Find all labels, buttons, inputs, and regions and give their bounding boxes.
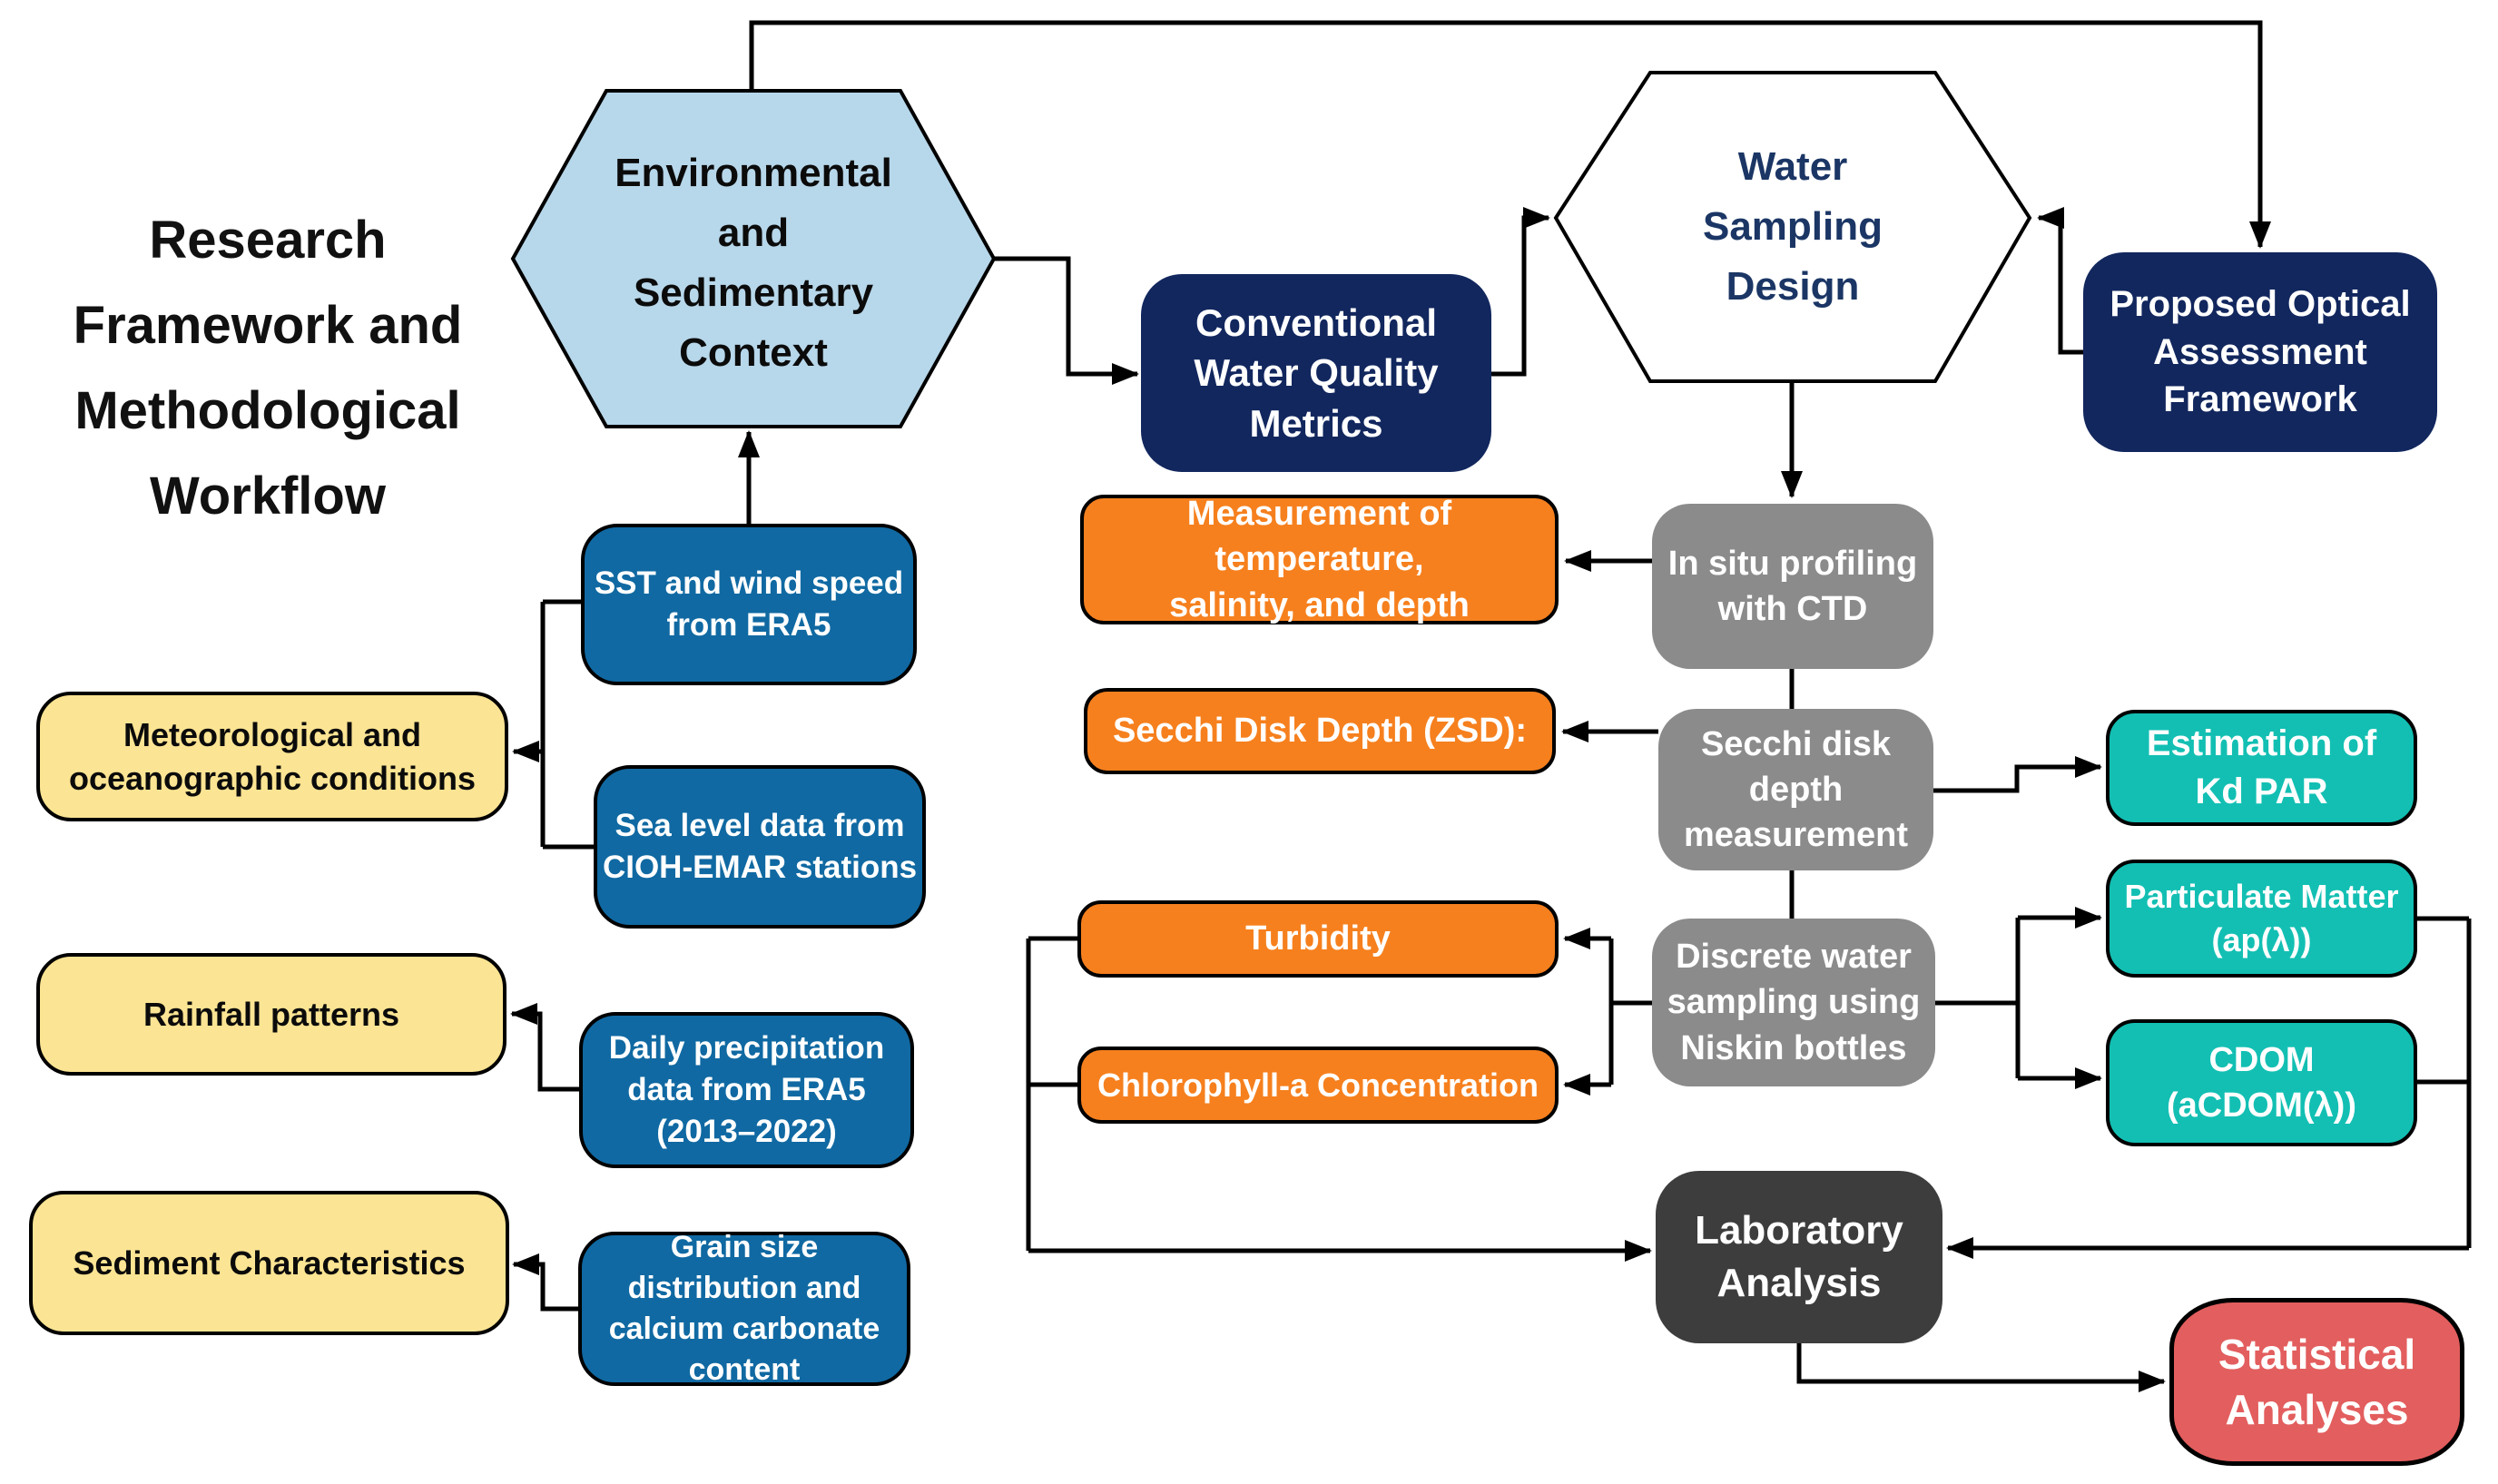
- edge-secchi-to-kdpar: [1933, 756, 2102, 793]
- node-conventional-water-quality-metrics: Conventional Water Quality Metrics: [1141, 274, 1491, 472]
- node-in-situ-profiling-ctd: In situ profiling with CTD: [1652, 504, 1933, 669]
- edge-grain-to-sediment: [512, 1253, 578, 1312]
- node-sediment-characteristics: Sediment Characteristics: [29, 1191, 509, 1335]
- node-measurement-temperature-salinity-depth: Measurement of temperature, salinity, an…: [1080, 495, 1559, 624]
- page-title: Research Framework and Methodological Wo…: [73, 211, 463, 526]
- node-secchi-disk-depth-measurement: Secchi disk depth measurement: [1658, 709, 1933, 870]
- node-cdom-acdom: CDOM (aCDOM(λ)): [2106, 1019, 2417, 1146]
- node-sst-wind-speed-era5: SST and wind speed from ERA5: [581, 524, 917, 685]
- node-particulate-matter-ap: Particulate Matter (ap(λ)): [2106, 860, 2417, 978]
- node-sea-level-cioh-emar: Sea level data from CIOH-EMAR stations: [594, 765, 926, 929]
- edge-lab-to-stats: [1796, 1343, 2166, 1392]
- water-sampling-design-hexagon: [1553, 71, 2032, 383]
- node-turbidity: Turbidity: [1077, 900, 1559, 978]
- node-daily-precipitation-era5: Daily precipitation data from ERA5 (2013…: [579, 1012, 914, 1168]
- node-water-sampling-design: Water Sampling Design: [1702, 144, 1883, 309]
- node-meteorological-oceanographic-conditions: Meteorological and oceanographic conditi…: [36, 692, 508, 821]
- node-proposed-optical-assessment-framework: Proposed Optical Assessment Framework: [2083, 252, 2437, 452]
- edge-env-to-conventional: [994, 256, 1139, 385]
- edge-env-top-to-proposed: [749, 20, 2271, 249]
- node-environmental-sedimentary-context: Environmental and Sedimentary Context: [615, 151, 892, 375]
- node-statistical-analyses: Statistical Analyses: [2169, 1298, 2464, 1466]
- node-chlorophyll-a-concentration: Chlorophyll-a Concentration: [1077, 1047, 1559, 1124]
- node-estimation-kd-par: Estimation of Kd PAR: [2106, 710, 2417, 826]
- edge-daily-to-rainfall: [510, 1003, 579, 1092]
- node-grain-size-carbonate: Grain size distribution and calcium carb…: [578, 1230, 910, 1387]
- node-secchi-disk-depth-zsd: Secchi Disk Depth (ZSD):: [1084, 688, 1556, 774]
- edge-proposed-to-water-design: [2037, 207, 2083, 355]
- connector-layer: [510, 20, 2472, 1392]
- node-discrete-water-sampling-niskin: Discrete water sampling using Niskin bot…: [1652, 919, 1935, 1086]
- edge-conventional-to-water-design: [1491, 207, 1550, 377]
- node-rainfall-patterns: Rainfall patterns: [36, 953, 506, 1076]
- node-laboratory-analysis: Laboratory Analysis: [1656, 1171, 1942, 1343]
